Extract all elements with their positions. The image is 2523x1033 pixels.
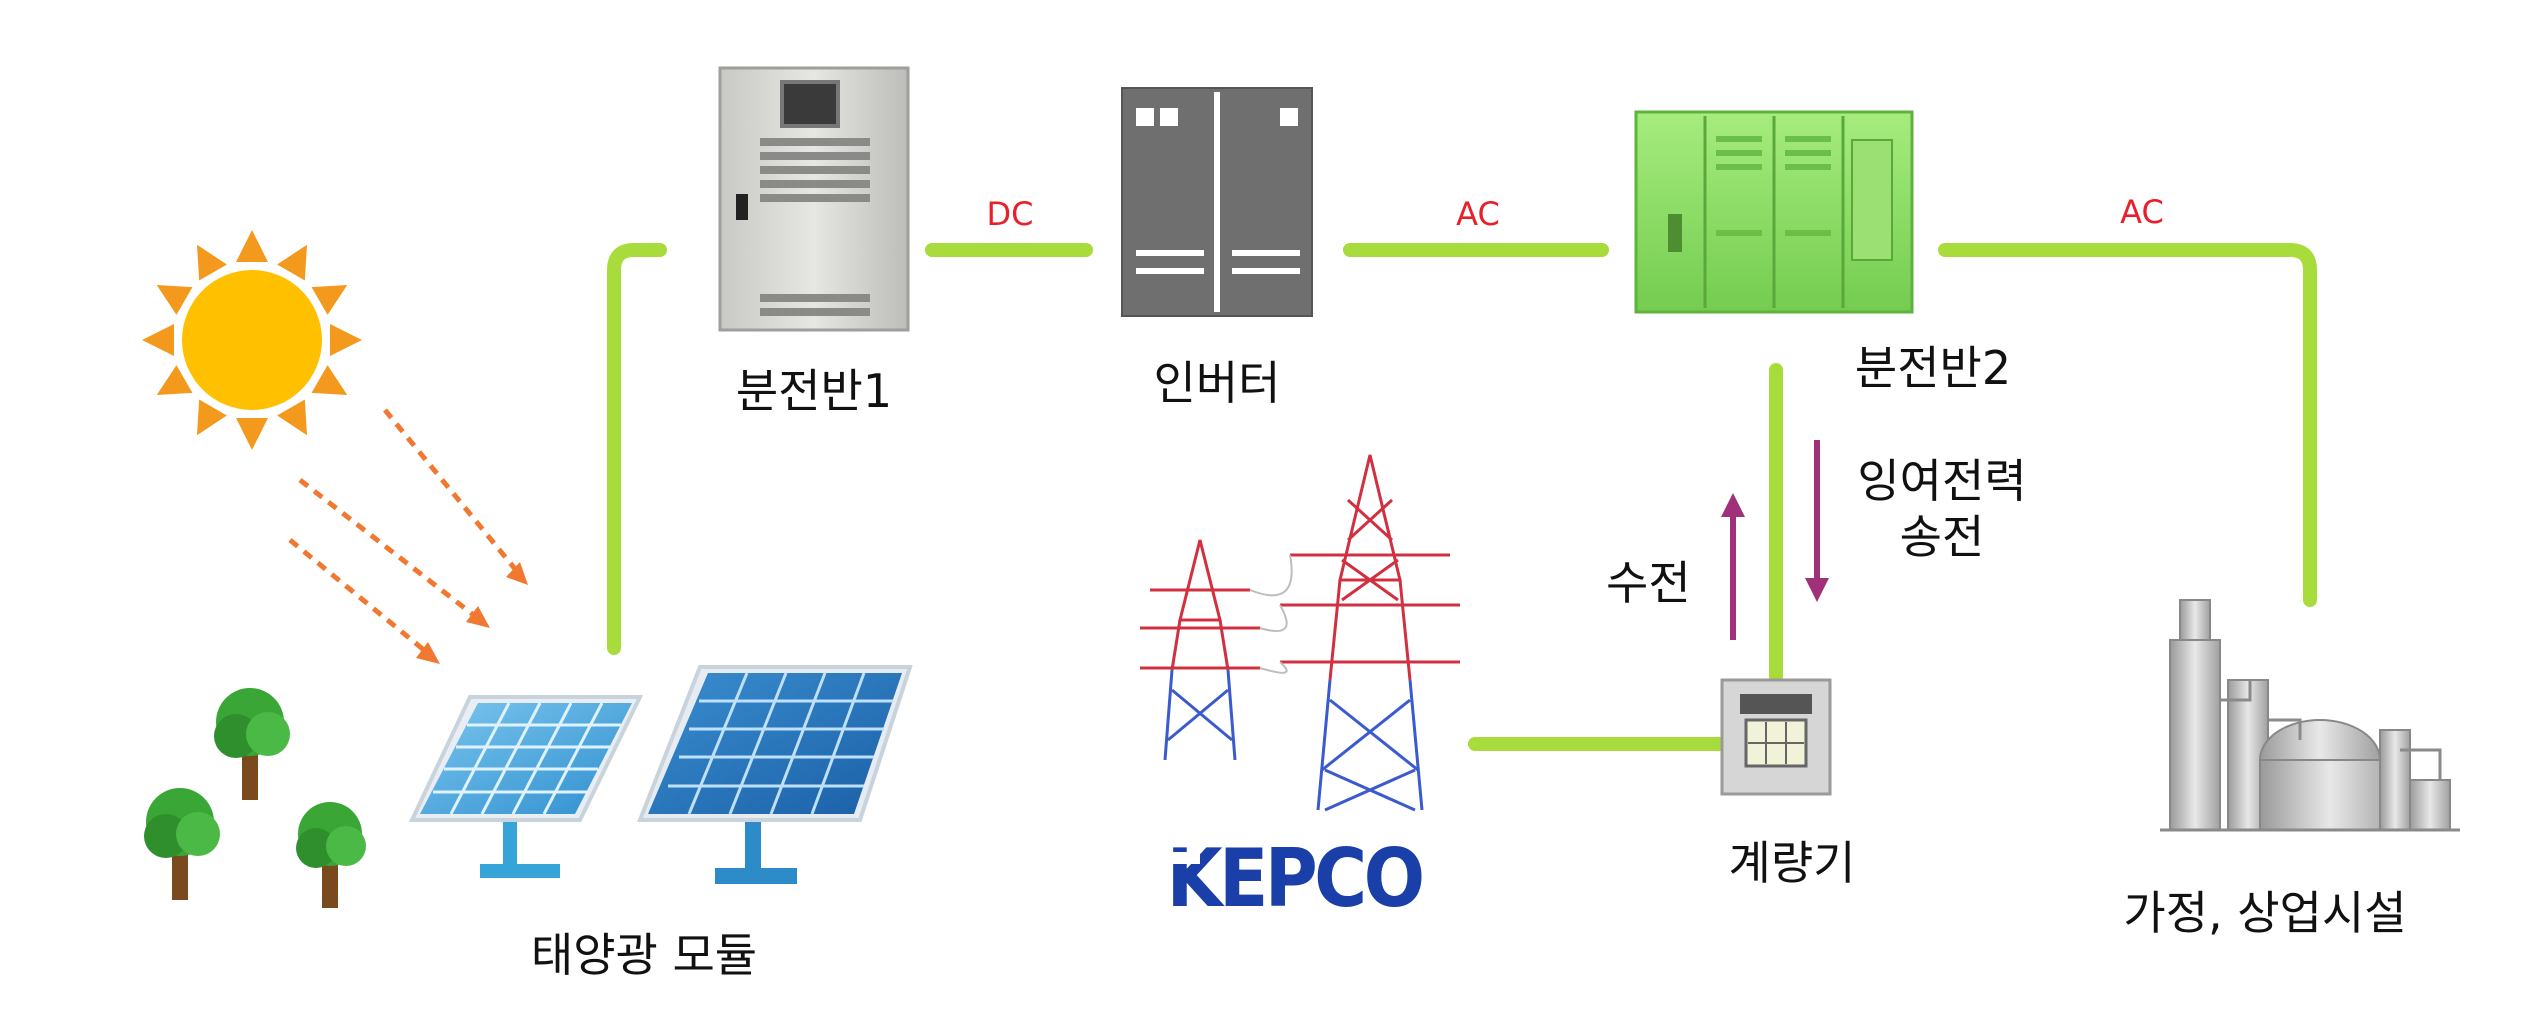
flow-arrows xyxy=(1721,440,1829,640)
sun-icon xyxy=(142,230,362,450)
distribution-panel-1-icon xyxy=(718,66,910,332)
panel1-label: 분전반1 xyxy=(735,364,893,418)
panel2-label: 분전반2 xyxy=(1854,341,2012,395)
surplus-label-line1: 잉여전력 xyxy=(1857,454,2027,508)
meter-label: 계량기 xyxy=(1728,836,1856,890)
ac-label-2: AC xyxy=(2120,193,2164,231)
distribution-panel-2-icon xyxy=(1634,110,1914,314)
sunlight-rays xyxy=(288,408,522,657)
facility-label: 가정, 상업시설 xyxy=(2123,886,2407,940)
kepco-logo: KEPCO xyxy=(1160,832,1426,925)
receive-label: 수전 xyxy=(1606,556,1691,610)
meter-icon xyxy=(1720,678,1832,796)
solar-module-label: 태양광 모듈 xyxy=(530,928,758,982)
line-module-to-panel1 xyxy=(607,243,667,655)
inverter-icon xyxy=(1121,87,1313,317)
dc-label: DC xyxy=(986,195,1034,233)
surplus-label-line2: 송전 xyxy=(1899,510,1985,564)
inverter-label: 인버터 xyxy=(1153,356,1281,410)
ray-arrowheads xyxy=(416,562,528,664)
tree-icon xyxy=(144,688,366,908)
transmission-tower-icon xyxy=(1140,454,1460,812)
connection-lines xyxy=(607,243,2317,751)
line-panel2-to-facility xyxy=(1938,243,2317,607)
solar-panel-icon xyxy=(408,695,644,878)
svg-text:KEPCO: KEPCO xyxy=(1167,832,1422,925)
solar-panel-icon xyxy=(637,665,913,884)
facility-icon xyxy=(2160,599,2460,832)
ac-label-1: AC xyxy=(1456,195,1500,233)
